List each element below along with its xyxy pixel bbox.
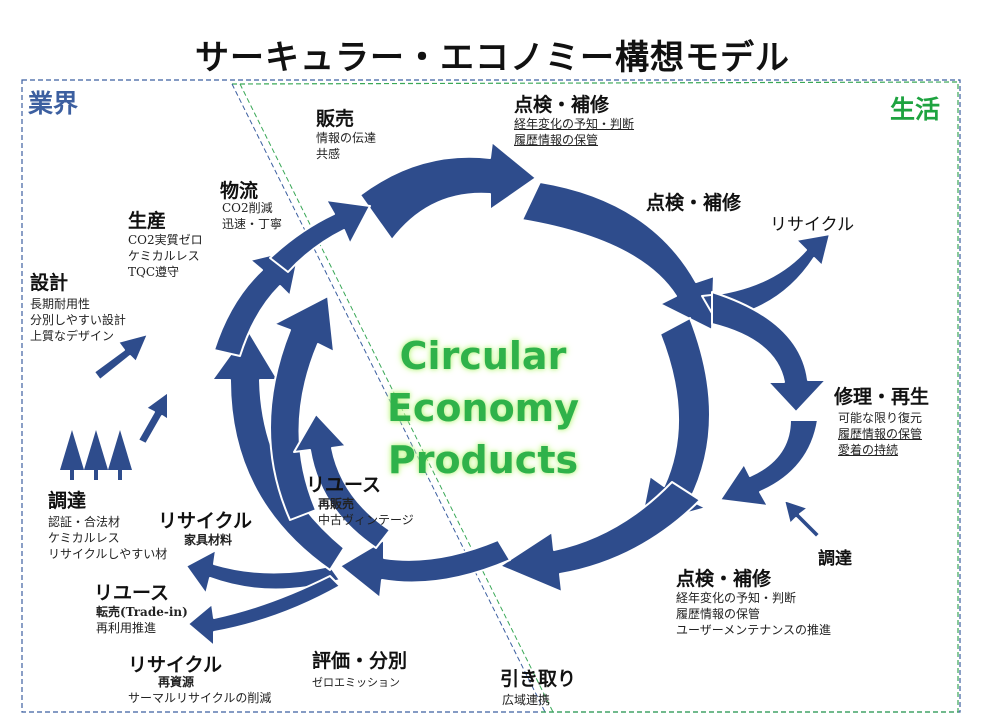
node-takeback-lines: 広域連携 <box>502 692 550 708</box>
node-repair-line: 愛着の持続 <box>838 443 899 457</box>
region-divider-blue <box>231 83 546 713</box>
node-repair-lines: 可能な限り復元 履歴情報の保管 愛着の持続 <box>838 410 922 458</box>
node-design-line: 上質なデザイン <box>30 329 115 343</box>
node-procure-left-line: 認証・合法材 <box>48 515 121 529</box>
node-repair-line: 可能な限り復元 <box>838 411 923 425</box>
center-label: Circular Economy Products <box>378 330 588 486</box>
region-divider-green <box>239 83 554 713</box>
loop-arrow-bottom-right <box>499 481 701 593</box>
node-logistics-lines: CO2削減 迅速・丁寧 <box>222 200 282 232</box>
arrow-design <box>93 333 149 381</box>
node-logistics-line: CO2削減 <box>222 201 273 215</box>
region-label-life: 生活 <box>890 95 941 124</box>
node-design-line: 分別しやすい設計 <box>30 313 126 327</box>
node-production-line: CO2実質ゼロ <box>128 233 203 247</box>
node-evaluate-title: 評価・分別 <box>312 650 408 672</box>
center-line-2: Economy <box>386 386 580 430</box>
node-procure-left-line: ケミカルレス <box>48 531 120 545</box>
node-production-line: ケミカルレス <box>128 249 200 263</box>
tree-icon <box>60 430 84 480</box>
tree-icons <box>60 430 132 480</box>
node-reuse-left-title: リユース <box>94 582 170 604</box>
node-takeback-title: 引き取り <box>500 668 577 690</box>
node-production-line: TQC遵守 <box>128 265 180 279</box>
node-sales-lines: 情報の伝達 共感 <box>316 130 376 162</box>
node-recycle-left-title: リサイクル <box>158 510 253 532</box>
region-label-industry: 業界 <box>28 89 79 118</box>
node-design-lines: 長期耐用性 分別しやすい設計 上質なデザイン <box>30 296 126 344</box>
node-evaluate-lines: ゼロエミッション <box>312 676 400 690</box>
node-production-title: 生産 <box>128 210 167 232</box>
node-procure-right-title: 調達 <box>818 549 852 569</box>
branch-recycle-bottom <box>187 575 341 647</box>
node-inspect-bottom-line: 経年変化の予知・判断 <box>676 591 797 605</box>
node-recycle-bottom-lines: 再資源 サーマルリサイクルの削減 <box>128 674 271 706</box>
node-recycle-left-lines: 家具材料 <box>184 532 232 548</box>
node-recycle-bottom-title: リサイクル <box>128 654 223 676</box>
node-reuse-left-lines: 転売(Trade-in) 再利用推進 <box>96 604 188 636</box>
center-line-3: Products <box>387 438 579 482</box>
node-sales-line: 共感 <box>316 147 341 161</box>
node-inspect-bottom-lines: 経年変化の予知・判断 履歴情報の保管 ユーザーメンテナンスの推進 <box>676 590 831 638</box>
node-sales-title: 販売 <box>316 108 355 130</box>
branch-reuse-left <box>185 549 341 595</box>
node-recycle-bottom-line: サーマルリサイクルの削減 <box>128 691 272 705</box>
procure-right-arrow <box>783 499 821 539</box>
node-inspect-top-title: 点検・補修 <box>514 94 610 116</box>
node-logistics-line: 迅速・丁寧 <box>222 217 283 231</box>
node-recycle-bottom-line: 再資源 <box>158 675 195 689</box>
node-reuse-inner-lines: 再販売 中古ヴィンテージ <box>318 496 414 528</box>
node-production-lines: CO2実質ゼロ ケミカルレス TQC遵守 <box>128 232 203 280</box>
node-reuse-left-line: 再利用推進 <box>96 621 157 635</box>
arrow-production <box>213 247 301 357</box>
node-reuse-left-line: 転売(Trade-in) <box>96 605 188 619</box>
node-inspect-top-line: 履歴情報の保管 <box>514 133 599 147</box>
loop-arrow-top-right <box>521 181 715 331</box>
tree-icon <box>84 430 108 480</box>
node-sales-line: 情報の伝達 <box>316 131 377 145</box>
node-recycle-right-title: リサイクル <box>770 215 855 235</box>
node-inspect-top-line: 経年変化の予知・判断 <box>514 117 635 131</box>
arrow-procure-left <box>137 391 169 445</box>
life-region-border <box>231 81 959 713</box>
loop-arrow-top-left <box>359 141 537 241</box>
loop-arrow-inner-reuse <box>293 413 391 549</box>
node-repair-title: 修理・再生 <box>834 386 930 408</box>
node-design-line: 長期耐用性 <box>30 297 91 311</box>
center-line-1: Circular <box>399 334 567 378</box>
node-inspect-top-lines: 経年変化の予知・判断 履歴情報の保管 <box>514 116 634 148</box>
node-inspect-mid-title: 点検・補修 <box>646 192 742 214</box>
tree-icon <box>108 430 132 480</box>
node-inspect-bottom-title: 点検・補修 <box>676 568 772 590</box>
node-logistics-title: 物流 <box>220 180 259 202</box>
node-reuse-inner-line: 再販売 <box>318 497 355 511</box>
node-inspect-bottom-line: 履歴情報の保管 <box>676 607 761 621</box>
node-reuse-inner-title: リユース <box>306 474 382 496</box>
node-reuse-inner-line: 中古ヴィンテージ <box>318 513 414 527</box>
node-procure-left-title: 調達 <box>48 490 87 512</box>
repair-branch-arrow <box>711 291 827 413</box>
arrow-logistics <box>269 199 371 273</box>
repair-return-arrow <box>719 419 819 507</box>
node-procure-left-lines: 認証・合法材 ケミカルレス リサイクルしやすい材 <box>48 514 167 562</box>
node-repair-line: 履歴情報の保管 <box>838 427 923 441</box>
node-design-title: 設計 <box>30 272 69 294</box>
diagram-title: サーキュラー・エコノミー構想モデル <box>195 38 790 78</box>
loop-arrow-left-mid <box>269 295 335 521</box>
loop-arrow-bottom <box>339 539 511 599</box>
industry-region-border <box>21 79 961 713</box>
node-recycle-left-line: 家具材料 <box>184 533 233 547</box>
node-evaluate-line: ゼロエミッション <box>312 676 400 689</box>
node-takeback-line: 広域連携 <box>502 693 551 707</box>
node-procure-left-line: リサイクルしやすい材 <box>48 547 168 561</box>
node-inspect-bottom-line: ユーザーメンテナンスの推進 <box>676 623 832 637</box>
